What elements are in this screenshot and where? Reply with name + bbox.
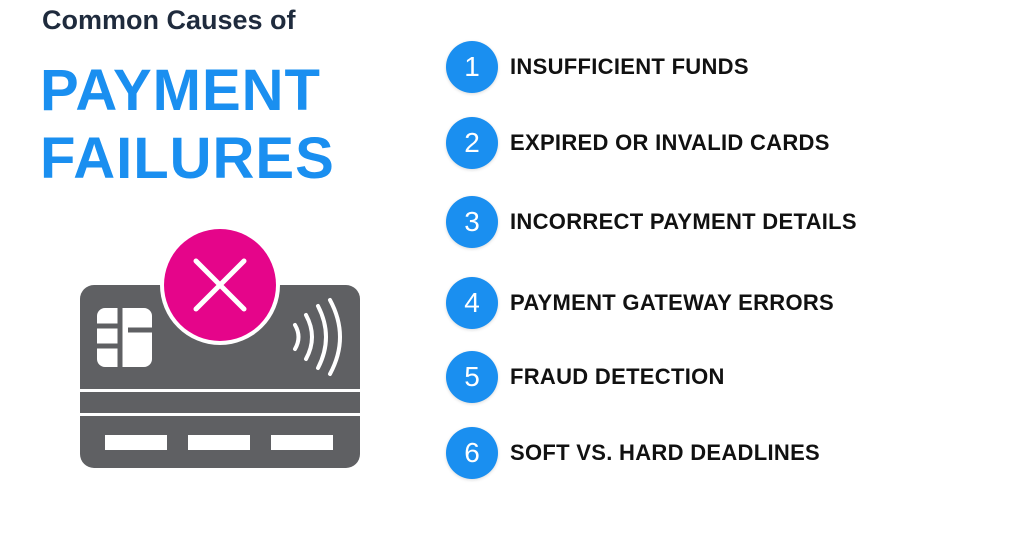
cause-item-1: 1 INSUFFICIENT FUNDS <box>446 40 749 94</box>
stripe-line <box>80 389 360 392</box>
number-badge: 3 <box>446 196 498 248</box>
chip-icon <box>97 308 152 367</box>
title-line-2: FAILURES <box>40 126 335 191</box>
card-number-block <box>271 435 333 450</box>
title-line-1: PAYMENT <box>40 58 321 123</box>
card-number-block <box>105 435 167 450</box>
number-badge: 2 <box>446 117 498 169</box>
number-badge: 1 <box>446 41 498 93</box>
cause-item-2: 2 EXPIRED OR INVALID CARDS <box>446 116 830 170</box>
stripe-line <box>80 413 360 416</box>
number-badge: 5 <box>446 351 498 403</box>
number-badge: 4 <box>446 277 498 329</box>
cause-item-4: 4 PAYMENT GATEWAY ERRORS <box>446 276 834 330</box>
number-badge: 6 <box>446 427 498 479</box>
cause-item-5: 5 FRAUD DETECTION <box>446 350 725 404</box>
cause-label: EXPIRED OR INVALID CARDS <box>510 130 830 155</box>
cause-item-3: 3 INCORRECT PAYMENT DETAILS <box>446 195 857 249</box>
cause-label: PAYMENT GATEWAY ERRORS <box>510 290 835 315</box>
card-number-block <box>188 435 250 450</box>
cause-item-6: 6 SOFT VS. HARD DEADLINES <box>446 426 820 480</box>
error-x-icon <box>160 225 280 345</box>
cause-label: INCORRECT PAYMENT DETAILS <box>510 209 857 234</box>
cause-label: FRAUD DETECTION <box>510 364 725 389</box>
subtitle: Common Causes of <box>42 5 296 35</box>
contactless-icon <box>293 298 342 376</box>
cause-label: SOFT VS. HARD DEADLINES <box>510 440 821 465</box>
cause-label: INSUFFICIENT FUNDS <box>510 54 749 79</box>
